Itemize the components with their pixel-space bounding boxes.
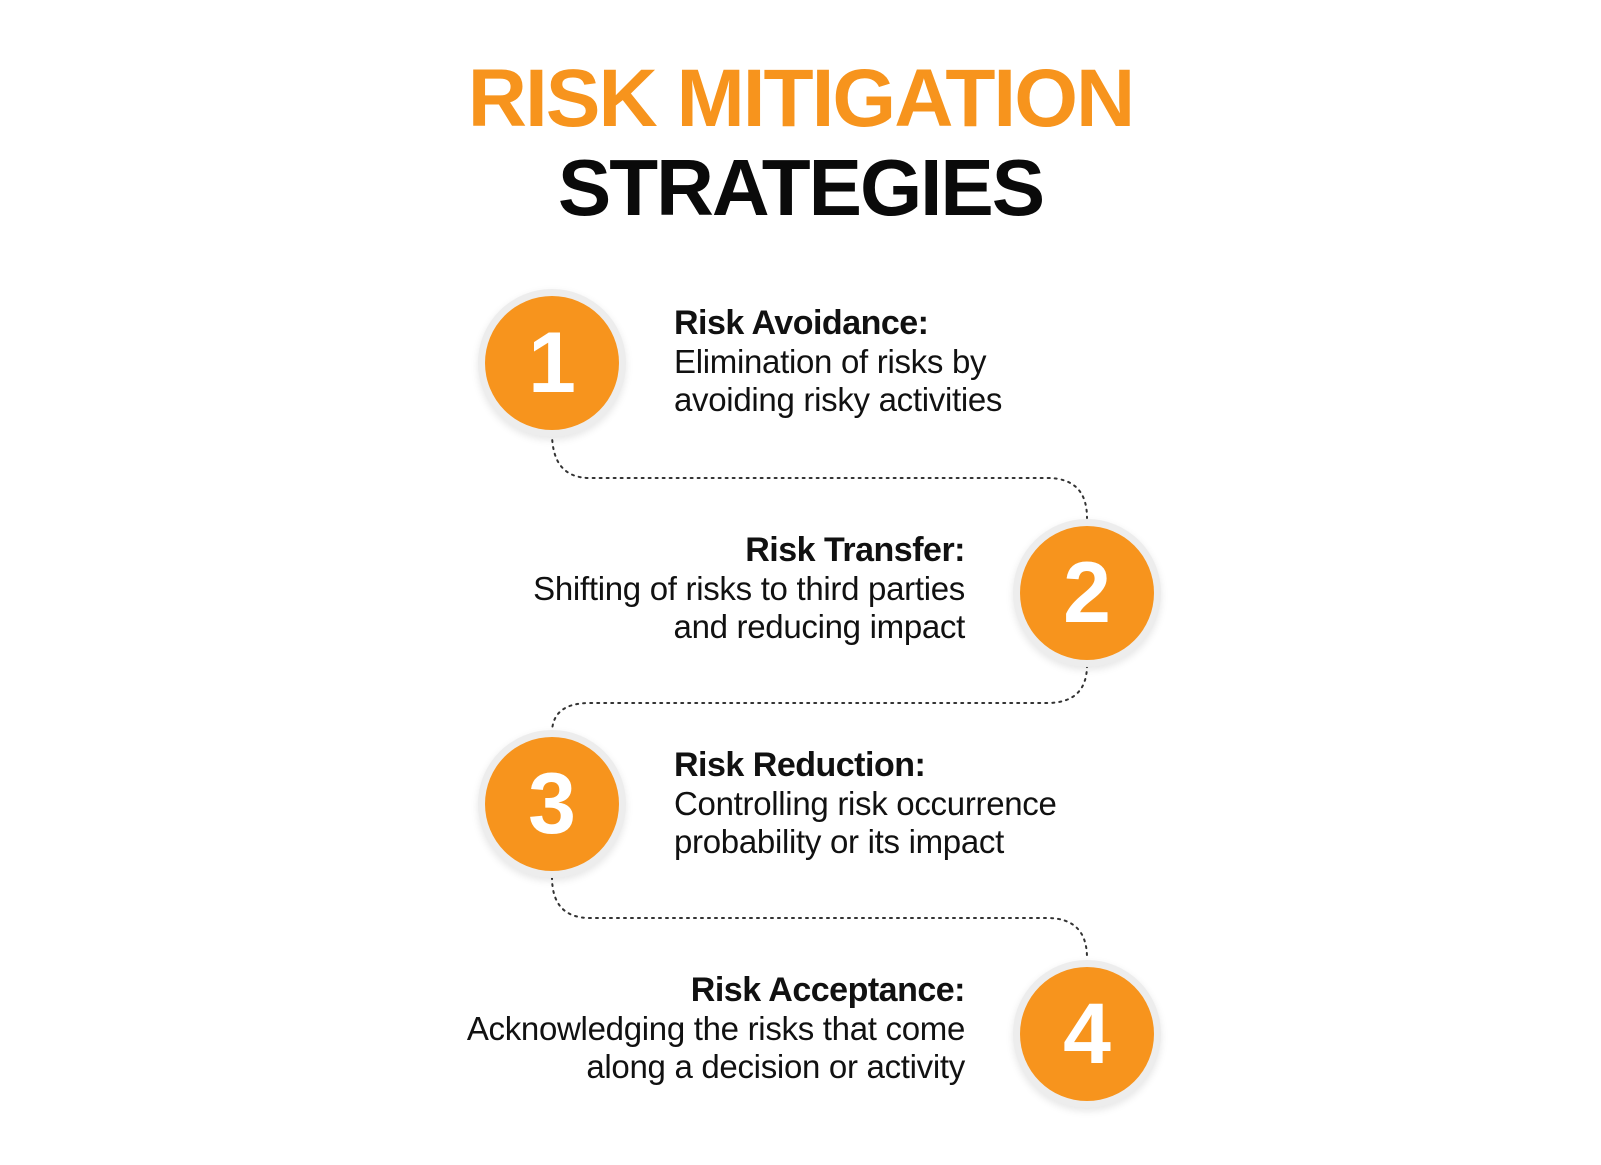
step-4-number: 4 bbox=[1020, 967, 1154, 1101]
step-3-text: Risk Reduction: Controlling risk occurre… bbox=[674, 745, 1234, 861]
title-line-1: RISK MITIGATION bbox=[467, 53, 1135, 144]
step-1-heading: Risk Avoidance: bbox=[674, 304, 929, 342]
step-2-desc-line-1: Shifting of risks to third parties bbox=[533, 570, 965, 607]
step-2-text: Risk Transfer: Shifting of risks to thir… bbox=[405, 530, 965, 646]
connector-1-2 bbox=[551, 432, 1088, 519]
step-4-text: Risk Acceptance: Acknowledging the risks… bbox=[405, 970, 966, 1086]
step-1-desc-line-2: avoiding risky activities bbox=[674, 381, 1003, 418]
step-3-number: 3 bbox=[485, 737, 619, 871]
step-3-desc-line-1: Controlling risk occurrence bbox=[674, 785, 1057, 822]
step-4-heading: Risk Acceptance: bbox=[690, 971, 966, 1009]
step-4-desc-line-2: along a decision or activity bbox=[586, 1048, 965, 1085]
step-1-text: Risk Avoidance: Elimination of risks by … bbox=[674, 303, 1234, 419]
step-1-number: 1 bbox=[485, 296, 619, 430]
title-line-2: STRATEGIES bbox=[557, 143, 1045, 232]
step-2-circle: 2 bbox=[1013, 519, 1161, 667]
step-3-desc-line-2: probability or its impact bbox=[674, 823, 1004, 860]
connector-3-4 bbox=[551, 876, 1088, 959]
step-2-heading: Risk Transfer: bbox=[745, 531, 965, 569]
step-1-desc-line-1: Elimination of risks by bbox=[674, 343, 987, 380]
step-4-circle: 4 bbox=[1013, 960, 1161, 1108]
step-1-circle: 1 bbox=[478, 289, 626, 437]
step-2-desc-line-2: and reducing impact bbox=[673, 608, 966, 645]
step-2-number: 2 bbox=[1020, 526, 1154, 660]
connector-2-3 bbox=[551, 664, 1088, 734]
step-4-desc-line-1: Acknowledging the risks that come bbox=[466, 1010, 965, 1047]
step-3-circle: 3 bbox=[478, 730, 626, 878]
step-3-heading: Risk Reduction: bbox=[674, 746, 926, 784]
